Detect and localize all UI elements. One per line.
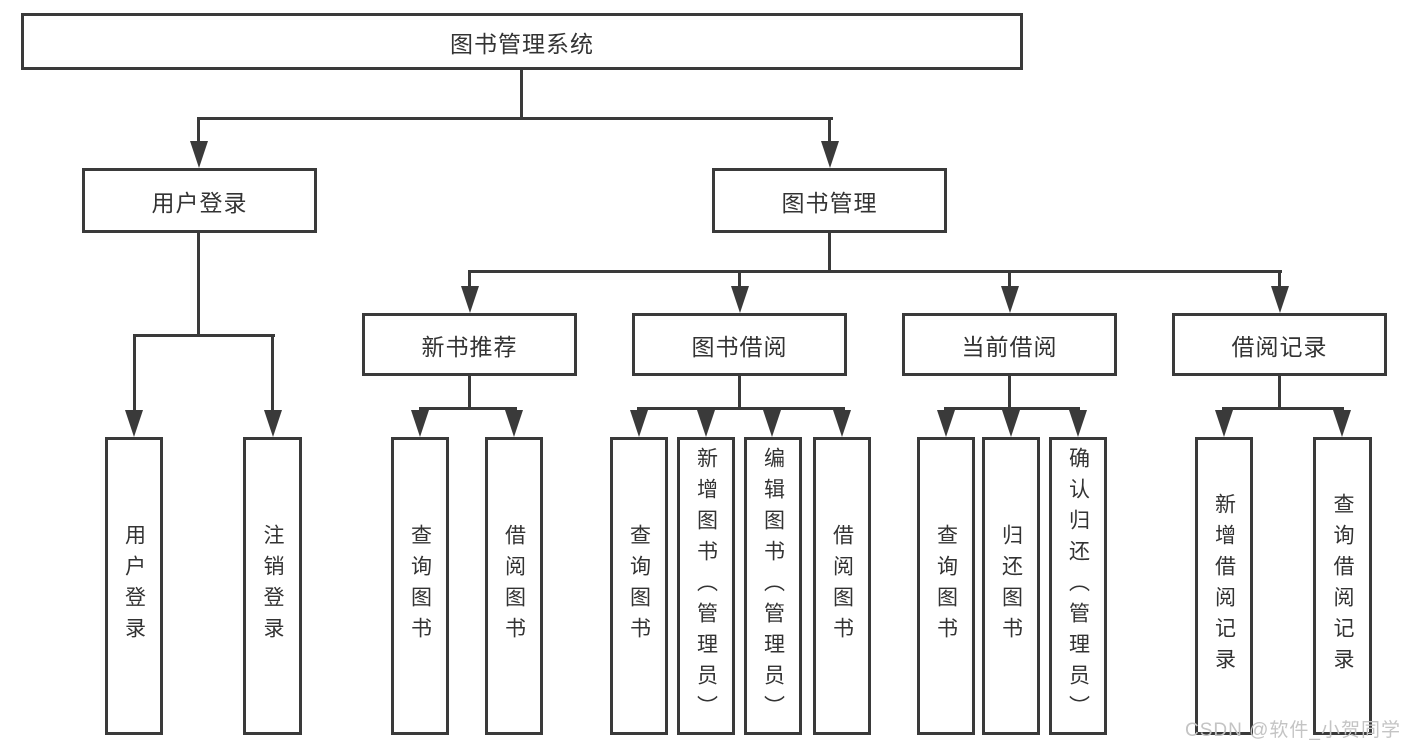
- node-label: 图书管理系统: [450, 30, 594, 57]
- node-label: 新增图书（管理员）: [694, 446, 718, 726]
- node-book-management: 图书管理: [712, 168, 947, 233]
- arrow-down-icon: [1002, 410, 1020, 437]
- arrow-down-icon: [505, 410, 523, 437]
- node-book-borrow: 图书借阅: [632, 313, 847, 376]
- node-label: 借阅记录: [1231, 333, 1328, 360]
- leaf-add-borrow-record: 新增借阅记录: [1195, 437, 1253, 735]
- node-current-borrow: 当前借阅: [902, 313, 1117, 376]
- node-label: 编辑图书（管理员）: [761, 446, 785, 726]
- node-label: 当前借阅: [961, 333, 1058, 360]
- connector-line: [197, 117, 200, 145]
- connector-line: [828, 233, 831, 273]
- node-label: 查询图书: [934, 524, 958, 648]
- arrow-down-icon: [125, 410, 143, 437]
- leaf-borrow-books-1: 借阅图书: [485, 437, 543, 735]
- arrow-down-icon: [937, 410, 955, 437]
- node-new-book-recommend: 新书推荐: [362, 313, 577, 376]
- leaf-borrow-books-2: 借阅图书: [813, 437, 871, 735]
- connector-line: [828, 117, 831, 145]
- node-label: 注销登录: [261, 524, 284, 648]
- leaf-return-books: 归还图书: [982, 437, 1040, 735]
- leaf-user-login: 用户登录: [105, 437, 163, 735]
- node-label: 查询图书: [408, 524, 432, 648]
- connector-line: [1008, 270, 1011, 288]
- node-label: 用户登录: [122, 524, 146, 648]
- connector-line: [419, 407, 517, 410]
- connector-line: [133, 334, 136, 412]
- leaf-edit-books-admin: 编辑图书（管理员）: [744, 437, 802, 735]
- node-label: 图书借阅: [691, 333, 788, 360]
- connector-line: [1008, 376, 1011, 410]
- connector-line: [197, 117, 833, 120]
- connector-line: [133, 334, 275, 337]
- node-user-login: 用户登录: [82, 168, 317, 233]
- arrow-down-icon: [461, 286, 479, 313]
- connector-line: [1278, 270, 1281, 288]
- node-borrow-records: 借阅记录: [1172, 313, 1387, 376]
- node-label: 查询借阅记录: [1331, 493, 1354, 679]
- arrow-down-icon: [1333, 410, 1351, 437]
- arrow-down-icon: [1001, 286, 1019, 313]
- node-label: 图书管理: [781, 189, 878, 216]
- arrow-down-icon: [1271, 286, 1289, 313]
- connector-line: [1278, 376, 1281, 410]
- connector-line: [271, 334, 274, 412]
- node-label: 确认归还（管理员）: [1066, 446, 1090, 726]
- arrow-down-icon: [763, 410, 781, 437]
- connector-line: [738, 270, 741, 288]
- connector-line: [637, 407, 845, 410]
- leaf-query-books-2: 查询图书: [610, 437, 668, 735]
- connector-line: [1222, 407, 1344, 410]
- csdn-watermark: CSDN @软件_小贺同学: [1185, 720, 1401, 741]
- leaf-query-borrow-record: 查询借阅记录: [1313, 437, 1372, 735]
- arrow-down-icon: [821, 141, 839, 168]
- connector-line: [944, 407, 1080, 410]
- node-label: 借阅图书: [830, 524, 854, 648]
- arrow-down-icon: [630, 410, 648, 437]
- node-library-system: 图书管理系统: [21, 13, 1023, 70]
- arrow-down-icon: [731, 286, 749, 313]
- connector-line: [468, 270, 1282, 273]
- connector-line: [468, 270, 471, 288]
- connector-line: [520, 70, 523, 120]
- connector-line: [468, 376, 471, 410]
- node-label: 归还图书: [999, 524, 1023, 648]
- node-label: 查询图书: [627, 524, 651, 648]
- node-label: 借阅图书: [502, 524, 526, 648]
- connector-line: [738, 376, 741, 410]
- arrow-down-icon: [1069, 410, 1087, 437]
- leaf-add-books-admin: 新增图书（管理员）: [677, 437, 735, 735]
- arrow-down-icon: [1215, 410, 1233, 437]
- node-label: 用户登录: [151, 189, 248, 216]
- arrow-down-icon: [411, 410, 429, 437]
- leaf-query-books-3: 查询图书: [917, 437, 975, 735]
- leaf-confirm-return-admin: 确认归还（管理员）: [1049, 437, 1107, 735]
- arrow-down-icon: [264, 410, 282, 437]
- connector-line: [197, 233, 200, 337]
- node-label: 新书推荐: [421, 333, 518, 360]
- arrow-down-icon: [190, 141, 208, 168]
- node-label: 新增借阅记录: [1212, 493, 1236, 679]
- leaf-logout: 注销登录: [243, 437, 302, 735]
- arrow-down-icon: [833, 410, 851, 437]
- leaf-query-books-1: 查询图书: [391, 437, 449, 735]
- arrow-down-icon: [697, 410, 715, 437]
